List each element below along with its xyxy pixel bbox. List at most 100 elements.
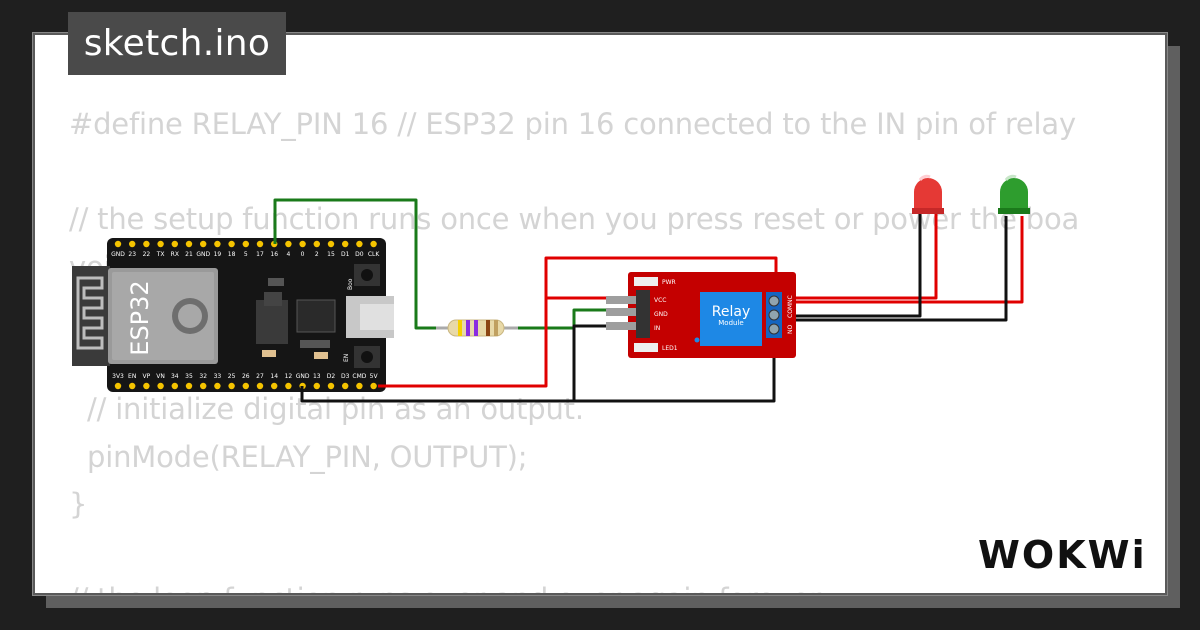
esp32-pin[interactable] (313, 240, 320, 248)
wire-nc-green-led (792, 216, 1024, 304)
code-line: // the loop function runs over and over … (69, 576, 1079, 593)
esp32-pin-label: 22 (143, 251, 151, 258)
esp32-pin-label: 2 (315, 251, 319, 258)
esp32-pin[interactable] (114, 382, 122, 390)
relay-pin-in: IN (654, 325, 660, 332)
esp32-pin-label: EN (128, 373, 136, 380)
esp32-pin-label: 3V3 (112, 373, 124, 380)
relay-title: Relay (712, 304, 750, 320)
esp32-pin[interactable] (370, 240, 377, 248)
esp32-pin[interactable] (356, 240, 363, 248)
esp32-pin-label: 5V (370, 373, 379, 380)
esp32-pin[interactable] (299, 240, 306, 248)
esp32-pin-label: 34 (171, 373, 179, 380)
esp32-pin[interactable] (214, 382, 221, 390)
wokwi-logo: WOKWi (978, 533, 1145, 577)
red-led[interactable] (912, 174, 944, 214)
esp32-pin[interactable] (313, 382, 320, 390)
relay-terminal-no: NO (787, 325, 794, 334)
esp32-pin[interactable] (256, 240, 264, 248)
esp32-pin[interactable] (214, 240, 221, 248)
esp32-pin[interactable] (285, 240, 292, 248)
wire-red-led-gnd (792, 208, 922, 318)
esp32-pin[interactable] (356, 382, 363, 390)
esp32-pin-label: 4 (286, 251, 290, 258)
code-editor-text: #define RELAY_PIN 16 // ESP32 pin 16 con… (69, 101, 1080, 593)
esp32-pin[interactable] (171, 382, 178, 390)
esp32-pin-label: 23 (128, 251, 136, 258)
relay-pin-gnd: GND (654, 311, 668, 318)
esp32-pin[interactable] (157, 240, 164, 248)
esp32-pin[interactable] (256, 382, 264, 390)
esp32-pin-label: VN (156, 373, 165, 380)
relay-terminal-com: COM (787, 304, 794, 318)
esp32-pin[interactable] (129, 382, 136, 390)
esp32-pin-label: D3 (341, 373, 350, 380)
esp32-pin[interactable] (200, 382, 207, 390)
esp32-pin-label: 26 (242, 373, 250, 380)
esp32-pin-label: 19 (214, 251, 222, 258)
relay-led-label: LED1 (662, 345, 678, 352)
esp32-pin[interactable] (242, 240, 249, 248)
esp32-pin[interactable] (157, 382, 164, 390)
esp32-pin-label: 27 (256, 373, 264, 380)
esp32-pin-label: 35 (185, 373, 193, 380)
code-line: } (69, 487, 88, 521)
esp32-pin[interactable] (327, 240, 335, 248)
esp32-pin[interactable] (200, 240, 207, 248)
esp32-pin[interactable] (342, 382, 349, 390)
esp32-pin-label: D1 (341, 251, 350, 258)
code-line: // initialize digital pin as an output. (69, 392, 584, 426)
esp32-pin[interactable] (185, 382, 193, 390)
esp32-pin-label: 14 (270, 373, 278, 380)
esp32-pin-label: 25 (228, 373, 236, 380)
wire-green-led-gnd (792, 216, 1008, 322)
boot-label: Boo (347, 278, 354, 290)
esp32-pin[interactable] (114, 240, 122, 248)
esp32-label: ESP32 (126, 280, 154, 355)
esp32-pin[interactable] (228, 240, 235, 248)
esp32-pin-label: 16 (270, 251, 278, 258)
esp32-pin-label: GND (196, 251, 210, 258)
wire-no-red-led (792, 206, 938, 300)
esp32-pin[interactable] (228, 382, 235, 390)
esp32-pin[interactable] (327, 382, 335, 390)
esp32-pin[interactable] (271, 382, 278, 390)
esp32-pin[interactable] (143, 382, 150, 390)
esp32-pin[interactable] (143, 240, 150, 248)
esp32-pin[interactable] (129, 240, 136, 248)
esp32-pin[interactable] (342, 240, 349, 248)
esp32-pin-label: GND (111, 251, 125, 258)
esp32-pin-label: 0 (301, 251, 305, 258)
esp32-pin-label: VP (143, 373, 151, 380)
esp32-pin-label: D2 (327, 373, 336, 380)
relay-terminal-nc: NC (787, 295, 794, 304)
en-label: EN (343, 354, 350, 362)
esp32-pin-label: GND (296, 373, 310, 380)
esp32-pin-label: D0 (355, 251, 364, 258)
resistor[interactable] (436, 319, 518, 337)
relay-module[interactable]: VCC GND IN PWR LED1 Relay Module NO COM … (606, 272, 796, 358)
esp32-pin[interactable] (285, 382, 292, 390)
esp32-pin-label: 21 (185, 251, 193, 258)
esp32-pin-label: 15 (327, 251, 335, 258)
esp32-pin-label: 33 (214, 373, 222, 380)
code-line: #define RELAY_PIN 16 // ESP32 pin 16 con… (69, 107, 1076, 141)
relay-pwr-label: PWR (662, 279, 676, 286)
esp32-pin[interactable] (171, 240, 178, 248)
wire-5v (378, 256, 778, 388)
esp32-pin-label: CLK (368, 251, 381, 258)
wire-signal-in (508, 308, 612, 330)
green-led[interactable] (998, 174, 1030, 214)
esp32-pin[interactable] (370, 382, 377, 390)
esp32-pin-label: 5 (244, 251, 248, 258)
esp32-pin-label: RX (171, 251, 179, 258)
esp32-pin[interactable] (242, 382, 249, 390)
esp32-pin-label: TX (156, 251, 165, 258)
code-line: // the setup function runs once when you… (69, 202, 1080, 236)
esp32-pin[interactable] (185, 240, 193, 248)
esp32-pin-label: 17 (256, 251, 264, 258)
esp32-pin-label: 12 (285, 373, 293, 380)
